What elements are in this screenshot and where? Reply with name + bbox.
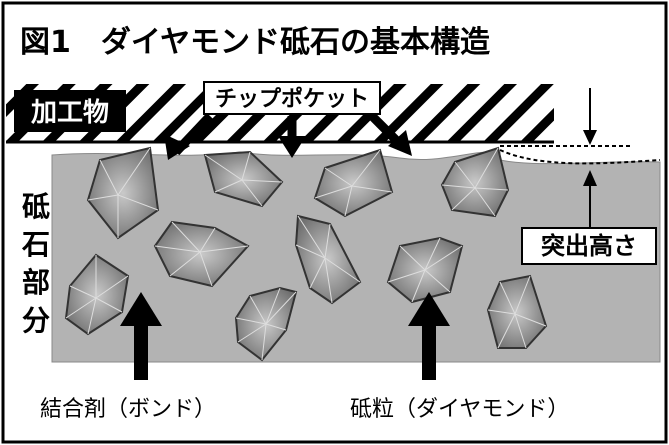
chip-pocket-label-box xyxy=(203,81,381,115)
chip-pocket-label: チップポケット xyxy=(215,86,369,112)
diamond-grain xyxy=(86,146,160,240)
bond-label: 結合剤（ボンド） xyxy=(40,397,216,422)
diamond-grain xyxy=(386,236,464,304)
protrusion-height-arrows xyxy=(583,88,597,228)
wheel-part-label: 砥 石 部 分 xyxy=(21,190,60,337)
workpiece-label: 加工物 xyxy=(31,98,109,128)
diamond-grain xyxy=(234,286,298,362)
diamond-grain xyxy=(440,146,510,218)
chip-pocket-arrows xyxy=(164,112,412,160)
diamond-grain xyxy=(203,150,284,208)
diamond-grains xyxy=(64,146,548,362)
diamond-grain xyxy=(486,274,548,349)
diamond-grain xyxy=(153,220,250,288)
protrusion-height-label-box xyxy=(521,227,657,265)
protrusion-ref-curve xyxy=(499,149,661,165)
diamond-grain xyxy=(294,214,362,305)
diamond-grain xyxy=(64,253,130,336)
diamond-grain xyxy=(313,148,394,218)
figure-title: 図1 ダイヤモンド砥石の基本構造 xyxy=(20,25,490,60)
workpiece-label-box xyxy=(14,90,126,132)
abrasive-grain-label: 砥粒（ダイヤモンド） xyxy=(350,397,569,422)
bond-arrow xyxy=(120,292,162,380)
protrusion-height-label: 突出高さ xyxy=(541,232,637,260)
grain-arrow xyxy=(408,292,450,380)
